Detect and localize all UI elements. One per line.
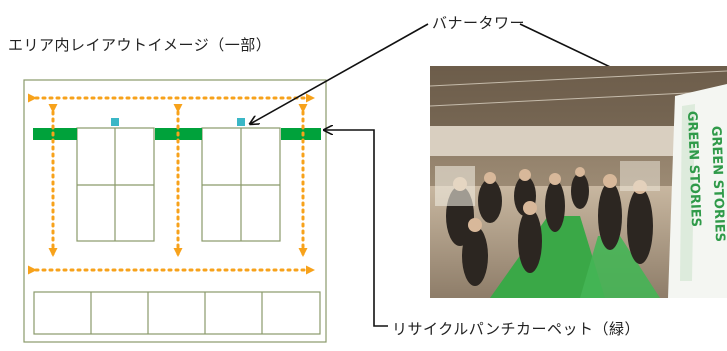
- banner-tower-marker-2: [237, 118, 245, 126]
- photo-banner-text-2: GREEN STORIES: [708, 126, 727, 243]
- area-boundary: [23, 79, 327, 343]
- carpet-strip-3: [281, 128, 321, 140]
- photo-green-carpet: [490, 216, 605, 298]
- booth-block-2: [201, 127, 281, 242]
- carpet-label: リサイクルパンチカーペット（緑）: [392, 320, 641, 338]
- booth-block-1: [76, 127, 155, 242]
- carpet-arrow-diagram: [324, 130, 388, 327]
- carpet-strip-1: [33, 128, 77, 140]
- banner-tower-label: バナータワー: [432, 14, 526, 32]
- banner-tower-marker-1: [111, 118, 119, 126]
- event-photo: GREEN STORIES GREEN STORIES: [430, 66, 727, 298]
- diagram-title: エリア内レイアウトイメージ（一部）: [8, 36, 272, 54]
- banner-tower-arrow-diagram: [250, 23, 429, 124]
- photo-banner-text-1: GREEN STORIES: [684, 111, 703, 228]
- booth-row-bottom: [33, 291, 321, 335]
- photo-banner-tower: GREEN STORIES GREEN STORIES: [668, 84, 727, 298]
